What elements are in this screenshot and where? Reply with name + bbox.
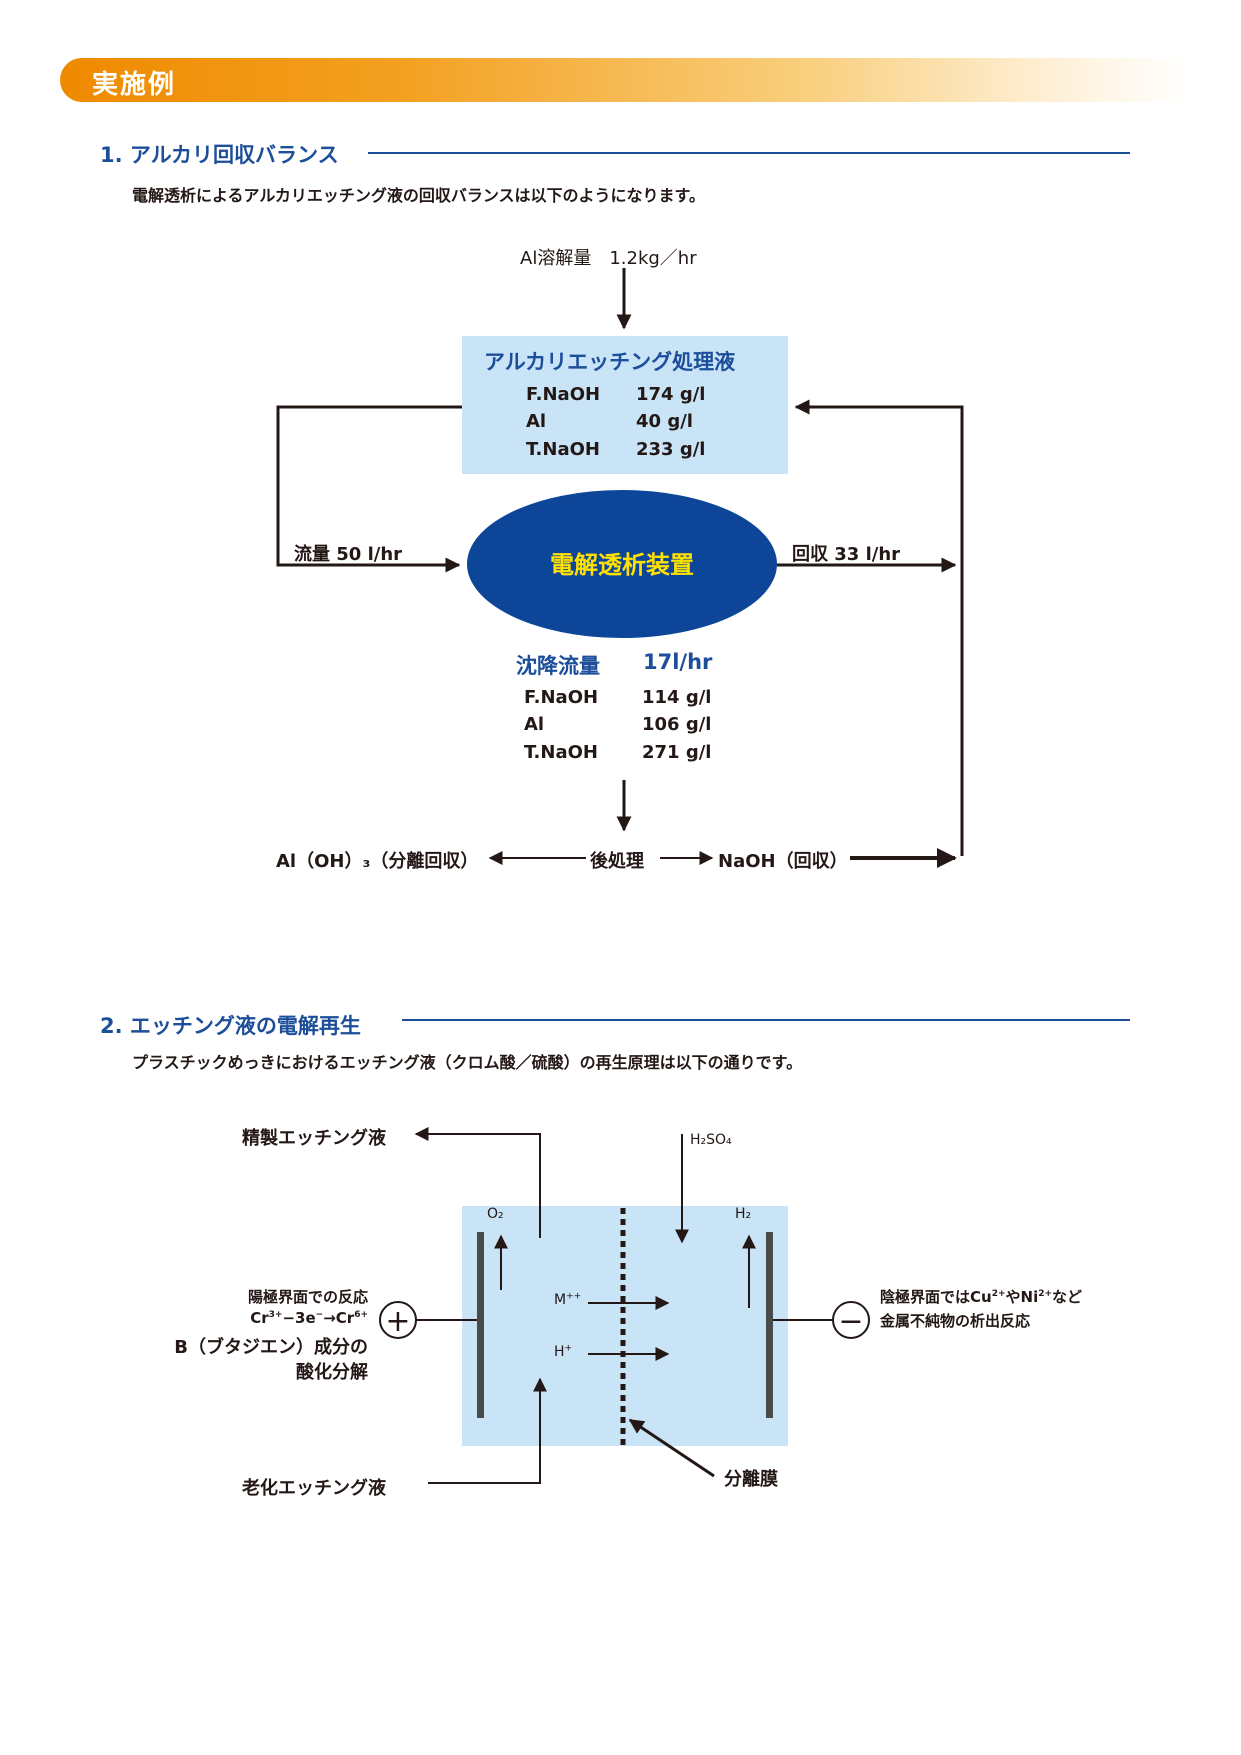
settle-title: 沈降流量 xyxy=(516,654,600,678)
anode-line4: 酸化分解 xyxy=(296,1362,368,1383)
o2-label: O₂ xyxy=(487,1206,504,1222)
device-label: 電解透析装置 xyxy=(550,551,694,579)
treatment-row-value: 40 g/l xyxy=(636,411,693,432)
section2-title: 2. エッチング液の電解再生 xyxy=(100,1014,361,1038)
page-title: 実施例 xyxy=(92,70,177,100)
settle-row-value: 106 g/l xyxy=(642,714,712,735)
flow-in-label: 流量 50 l/hr xyxy=(294,544,403,565)
treatment-row-name: T.NaOH xyxy=(526,439,600,460)
settle-row-name: F.NaOH xyxy=(524,687,599,708)
membrane-pointer-arrow xyxy=(628,1418,715,1478)
anode-reaction-charge: 3+ xyxy=(268,1310,283,1320)
h2-label: H₂ xyxy=(735,1206,752,1222)
electrodialysis-device xyxy=(467,490,777,638)
treatment-row-name: F.NaOH xyxy=(526,384,601,405)
cathode-electrode xyxy=(766,1232,773,1418)
cathode-line1-charge: 2+ xyxy=(1038,1289,1053,1299)
membrane-label: 分離膜 xyxy=(724,1469,778,1490)
hydrogen-ion-label: H+ xyxy=(554,1344,572,1360)
settle-row-name: T.NaOH xyxy=(524,742,598,763)
metal-ion-label: M++ xyxy=(554,1292,581,1308)
section1-intro: 電解透析によるアルカリエッチング液の回収バランスは以下のようになります。 xyxy=(132,186,705,205)
anode-reaction-part: Cr xyxy=(250,1309,269,1327)
flow-recovery-label: 回収 33 l/hr xyxy=(792,544,901,565)
anode-reaction-part: −3e xyxy=(282,1309,316,1327)
post-center-label: 後処理 xyxy=(590,851,644,872)
settle-row-value: 114 g/l xyxy=(642,687,712,708)
anode-line3: B（ブタジエン）成分の xyxy=(174,1337,368,1358)
anode-reaction-charge: 6+ xyxy=(354,1310,368,1320)
refined-etching-label: 精製エッチング液 xyxy=(242,1128,386,1149)
post-left-label: Al（OH）₃（分離回収） xyxy=(276,851,479,872)
minus-symbol: − xyxy=(838,1304,863,1339)
return-line xyxy=(794,399,964,856)
section2-intro: プラスチックめっきにおけるエッチング液（クロム酸／硫酸）の再生原理は以下の通りで… xyxy=(132,1053,803,1072)
plus-terminal-icon xyxy=(379,1301,417,1339)
cathode-line1-part: 陰極界面ではCu xyxy=(880,1288,992,1306)
treatment-row-value: 233 g/l xyxy=(636,439,706,460)
cathode-line1-part: など xyxy=(1052,1288,1083,1306)
metal-ion-charge: ++ xyxy=(566,1291,582,1302)
aged-inlet-line xyxy=(428,1377,547,1484)
cathode-line1-charge: 2+ xyxy=(991,1289,1006,1299)
anode-reaction-part: →Cr xyxy=(323,1309,355,1327)
plus-symbol: + xyxy=(385,1304,410,1339)
treatment-row-value: 174 g/l xyxy=(636,384,706,405)
anode-electrode xyxy=(477,1232,484,1418)
cathode-line1: 陰極界面ではCu2+やNi2+など xyxy=(880,1286,1082,1307)
cathode-line2: 金属不純物の析出反応 xyxy=(880,1312,1031,1330)
anode-reaction-charge: − xyxy=(315,1310,324,1320)
anode-reaction: Cr3+−3e−→Cr6+ xyxy=(216,1309,368,1327)
treatment-row-name: Al xyxy=(526,411,547,432)
treatment-box-title: アルカリエッチング処理液 xyxy=(484,350,736,374)
h2so4-label: H₂SO₄ xyxy=(690,1132,732,1148)
aged-etching-label: 老化エッチング液 xyxy=(242,1478,386,1499)
section1-rule xyxy=(368,152,1130,154)
section1-title: 1. アルカリ回収バランス xyxy=(100,143,339,167)
metal-ion-symbol: M xyxy=(554,1292,567,1308)
settle-row-value: 271 g/l xyxy=(642,742,712,763)
cathode-line1-part: やNi xyxy=(1005,1288,1039,1306)
anode-title: 陽極界面での反応 xyxy=(247,1288,368,1306)
hydrogen-ion-charge: + xyxy=(564,1343,573,1354)
hydrogen-ion-symbol: H xyxy=(554,1344,565,1360)
al-input-label: Al溶解量 1.2kg／hr xyxy=(520,248,697,269)
post-right-label: NaOH（回収） xyxy=(718,851,848,872)
section2-rule xyxy=(402,1019,1130,1021)
settle-row-name: Al xyxy=(524,714,545,735)
treatment-box xyxy=(462,336,788,474)
feed-line xyxy=(276,405,462,573)
settle-amount: 17l/hr xyxy=(643,650,713,674)
minus-terminal-icon xyxy=(832,1301,870,1339)
header-banner xyxy=(60,58,1190,102)
refined-outlet-line xyxy=(414,1127,541,1238)
